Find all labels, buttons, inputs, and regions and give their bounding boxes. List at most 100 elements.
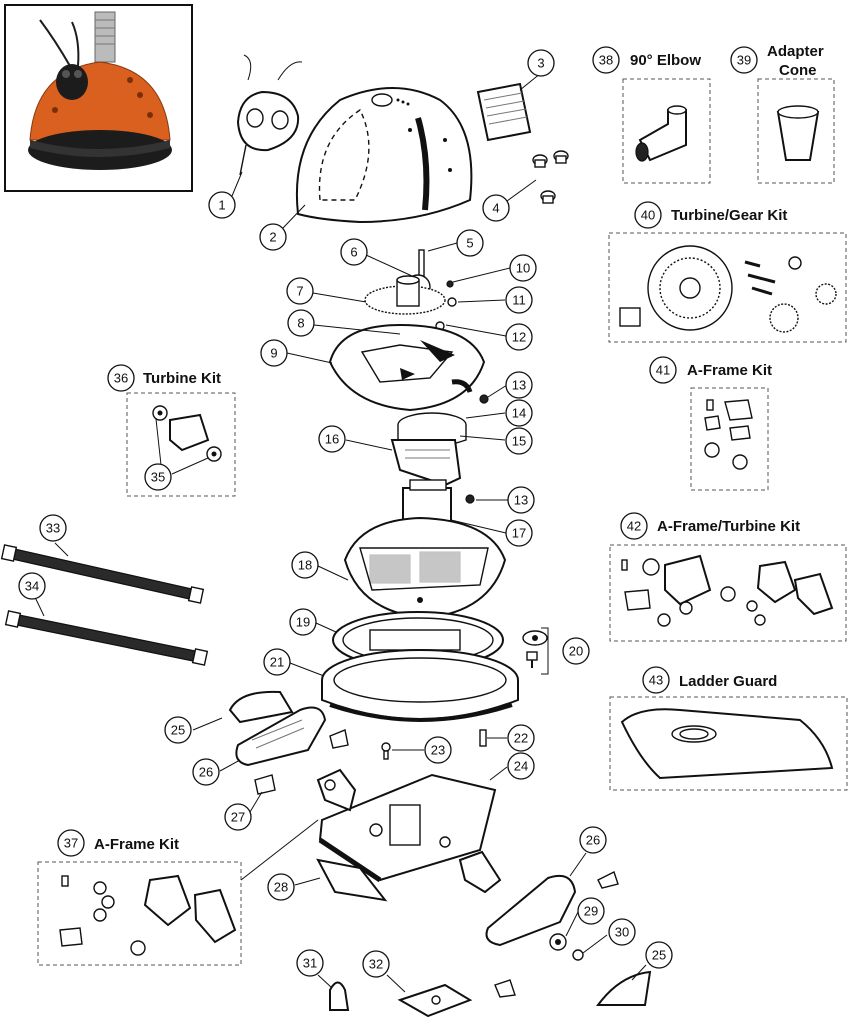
svg-text:3: 3 — [537, 56, 544, 71]
callout-17: 17 — [505, 519, 533, 547]
callout-29: 29 — [577, 897, 605, 925]
callout-23: 23 — [424, 736, 452, 764]
part-dome — [295, 87, 473, 224]
part-hose-33 — [0, 544, 205, 604]
callout-7: 7 — [286, 277, 314, 305]
callout-24: 24 — [507, 752, 535, 780]
callout-25a: 25 — [164, 716, 192, 744]
part-bottom-plate — [321, 649, 519, 722]
svg-text:35: 35 — [151, 470, 165, 485]
kit-title-36: Turbine Kit — [143, 370, 221, 387]
svg-text:6: 6 — [350, 245, 357, 260]
part-hose-34 — [4, 610, 209, 666]
callout-31: 31 — [296, 949, 324, 977]
svg-text:11: 11 — [512, 293, 526, 308]
callout-3: 3 — [527, 49, 555, 77]
svg-text:15: 15 — [512, 434, 526, 449]
svg-text:26: 26 — [199, 765, 213, 780]
part-plugs — [532, 150, 569, 204]
callout-25b: 25 — [645, 941, 673, 969]
part-weight-screw — [522, 627, 549, 675]
part-bug-head — [236, 54, 303, 176]
svg-text:13: 13 — [512, 378, 526, 393]
callout-20: 20 — [562, 637, 590, 665]
part-skirt-front — [316, 858, 388, 902]
svg-text:40: 40 — [641, 208, 655, 223]
part-foot-right — [485, 871, 619, 961]
part-a-frame-clip-right — [458, 850, 502, 894]
kit-box-turbine-gear-40 — [608, 232, 847, 343]
svg-text:34: 34 — [25, 579, 39, 594]
callout-16: 16 — [318, 425, 346, 453]
part-a-frame-clip-left — [316, 768, 357, 812]
callout-36: 36 — [107, 364, 135, 392]
svg-text:10: 10 — [516, 261, 530, 276]
kit-box-a-frame-37 — [37, 861, 242, 966]
part-foot-clip-left — [254, 729, 349, 795]
callout-9: 9 — [260, 339, 288, 367]
svg-text:23: 23 — [431, 743, 445, 758]
kit-title-40: Turbine/Gear Kit — [671, 207, 787, 224]
svg-text:12: 12 — [512, 330, 526, 345]
callout-8: 8 — [287, 309, 315, 337]
svg-text:1: 1 — [218, 198, 225, 213]
callout-6: 6 — [340, 238, 368, 266]
callout-12: 12 — [505, 323, 533, 351]
svg-text:36: 36 — [114, 371, 128, 386]
kit-title-43: Ladder Guard — [679, 673, 777, 690]
leader-lines — [33, 72, 647, 993]
callout-42: 42 — [620, 512, 648, 540]
callout-18: 18 — [291, 551, 319, 579]
callout-43: 43 — [642, 666, 670, 694]
callout-4: 4 — [482, 194, 510, 222]
callout-13b: 13 — [507, 486, 535, 514]
svg-text:21: 21 — [270, 655, 284, 670]
callout-11: 11 — [505, 286, 533, 314]
callout-41: 41 — [649, 356, 677, 384]
callout-30: 30 — [608, 918, 636, 946]
svg-text:30: 30 — [615, 925, 629, 940]
callout-28: 28 — [267, 873, 295, 901]
svg-text:25: 25 — [171, 723, 185, 738]
callout-40: 40 — [634, 201, 662, 229]
callout-26a: 26 — [192, 758, 220, 786]
svg-text:2: 2 — [269, 230, 276, 245]
kit-title-38: 90° Elbow — [630, 52, 701, 69]
svg-text:19: 19 — [296, 615, 310, 630]
part-small-screws — [381, 729, 487, 760]
svg-text:38: 38 — [599, 53, 613, 68]
callout-39: 39 — [730, 46, 758, 74]
part-chassis-top — [343, 516, 507, 620]
part-a-frame — [318, 773, 497, 883]
svg-text:5: 5 — [466, 236, 473, 251]
svg-text:18: 18 — [298, 558, 312, 573]
kit-box-cone-39 — [757, 78, 835, 184]
callout-5: 5 — [456, 229, 484, 257]
callout-27: 27 — [224, 803, 252, 831]
svg-text:8: 8 — [297, 316, 304, 331]
callout-2: 2 — [259, 223, 287, 251]
svg-text:13: 13 — [514, 493, 528, 508]
svg-text:27: 27 — [231, 810, 245, 825]
svg-text:33: 33 — [46, 521, 60, 536]
kit-box-a-frame-turbine-42 — [609, 544, 847, 642]
svg-text:41: 41 — [656, 363, 670, 378]
kit-box-turbine-36 — [126, 392, 236, 497]
kit-box-elbow-38 — [622, 78, 711, 184]
svg-text:39: 39 — [737, 53, 751, 68]
svg-text:16: 16 — [325, 432, 339, 447]
kit-box-a-frame-41 — [690, 387, 769, 491]
svg-text:14: 14 — [512, 406, 526, 421]
svg-text:25: 25 — [652, 948, 666, 963]
part-foot-left — [228, 690, 327, 767]
callout-13a: 13 — [505, 371, 533, 399]
svg-text:7: 7 — [296, 284, 303, 299]
svg-text:29: 29 — [584, 904, 598, 919]
callout-37: 37 — [57, 829, 85, 857]
kit-title-39-line2: Cone — [779, 62, 817, 79]
kit-title-37: A-Frame Kit — [94, 836, 179, 853]
callout-15: 15 — [505, 427, 533, 455]
callout-22: 22 — [507, 724, 535, 752]
svg-text:43: 43 — [649, 673, 663, 688]
part-grille — [476, 82, 532, 142]
